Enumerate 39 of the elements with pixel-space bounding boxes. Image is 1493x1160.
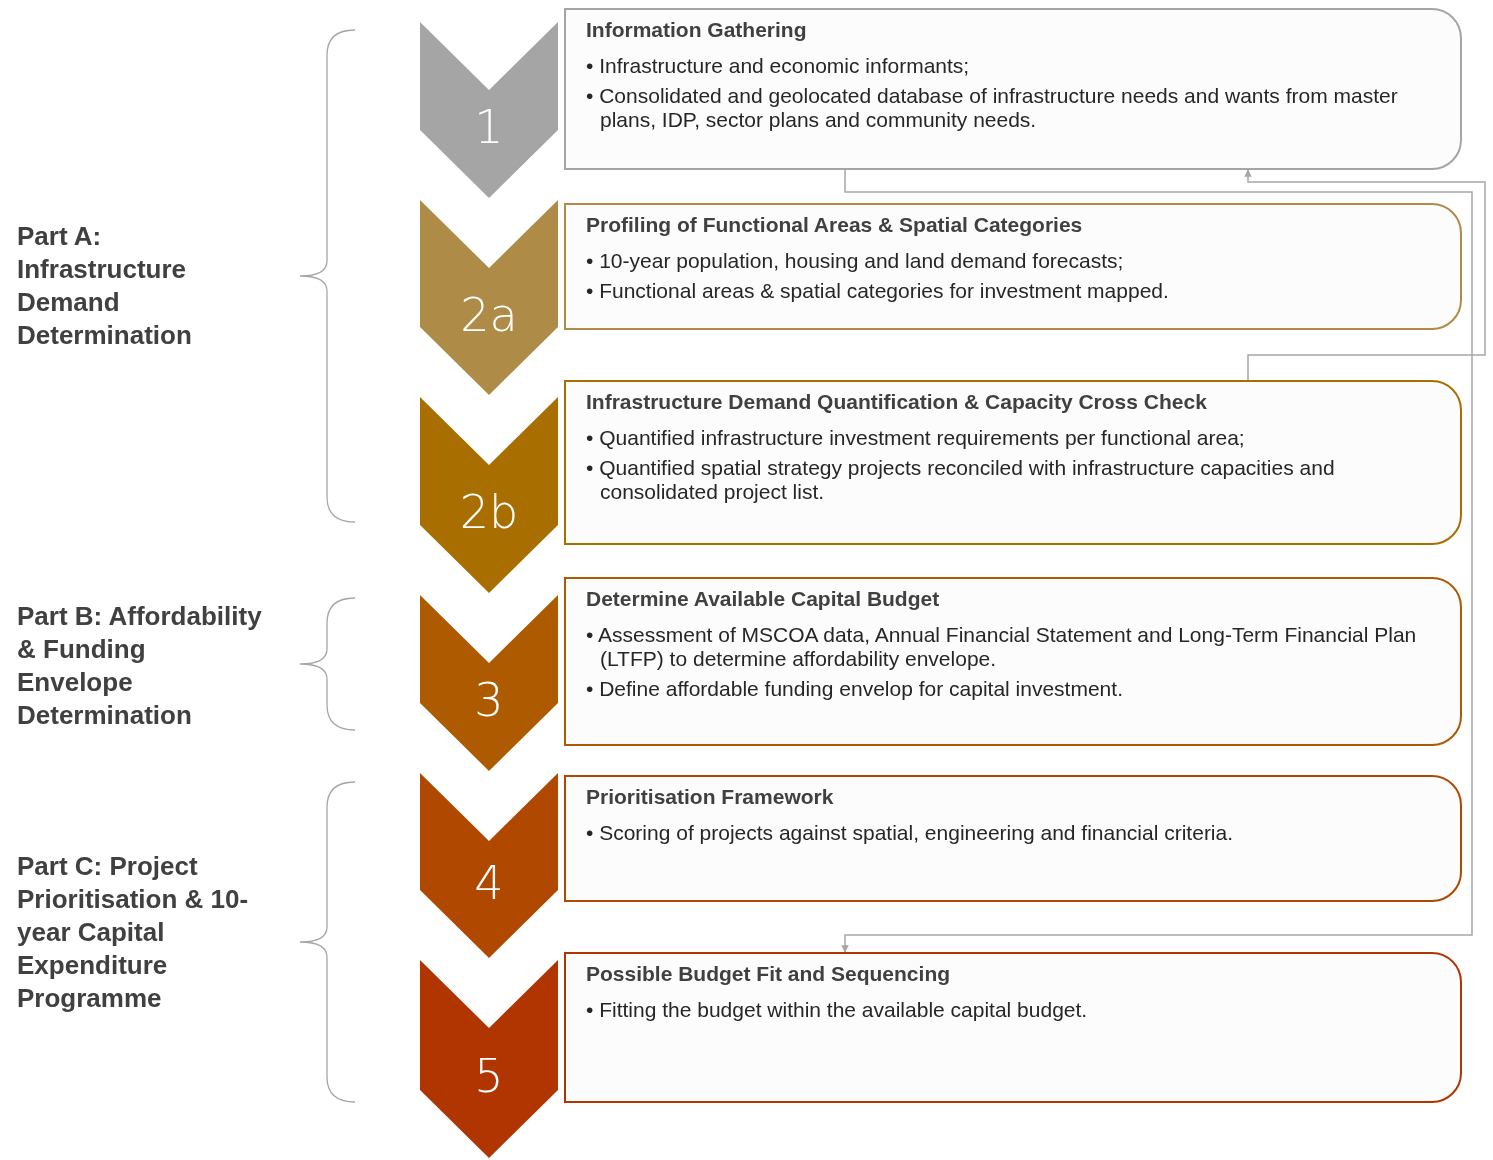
step-badge — [420, 397, 558, 593]
section-label: Part A: Infrastructure Demand Determination — [17, 220, 193, 352]
step-number: 3 — [473, 673, 505, 727]
step-heading: Determine Available Capital Budget — [586, 587, 941, 611]
step-heading: Profiling of Functional Areas & Spatial Categories — [586, 213, 1084, 237]
step-number: 2b — [458, 485, 520, 539]
step-badge — [420, 22, 558, 198]
step-box — [564, 577, 1462, 746]
bullet-text: • Scoring of projects against spatial, engineering and financial criteria. — [586, 821, 1235, 846]
step-badge — [420, 200, 558, 395]
bullet-text: • Quantified infrastructure investment requirements per functional area; — [586, 426, 1246, 451]
bullet-text: • Functional areas & spatial categories for investment mapped. — [586, 279, 1170, 304]
step-heading: Possible Budget Fit and Sequencing — [586, 962, 952, 986]
step-badge — [420, 773, 558, 958]
step-heading: Prioritisation Framework — [586, 785, 835, 809]
bullet-text: • 10-year population, housing and land demand forecasts; — [586, 249, 1125, 274]
step-badge — [420, 595, 558, 771]
step-number: 2a — [459, 287, 519, 342]
step-number: 5 — [473, 1049, 505, 1103]
bullet-text: • Consolidated and geolocated database of infrastructure needs and wants from master plans, IDP, sector plans and community needs. — [586, 84, 1399, 133]
bullet-text: • Infrastructure and economic informants; — [586, 54, 971, 79]
step-heading: Infrastructure Demand Quantification & Capacity Cross Check — [586, 390, 1208, 414]
step-number: 4 — [473, 855, 505, 910]
bullet-text: • Fitting the budget within the available capital budget. — [586, 998, 1089, 1023]
bullet-text: • Define affordable funding envelop for capital investment. — [586, 677, 1124, 702]
section-label: Part C: Project Prioritisation & 10-year Capital Expenditure Programme — [17, 850, 250, 1015]
step-box — [564, 203, 1462, 330]
section-label: Part B: Affordability & Funding Envelope Determination — [17, 600, 263, 732]
step-box — [564, 952, 1462, 1103]
step-heading: Information Gathering — [586, 18, 808, 42]
arrow — [1244, 169, 1486, 381]
bullet-text: • Assessment of MSCOA data, Annual Financial Statement and Long-Term Financial Plan (LTFP) to determine affordability envelope. — [586, 623, 1418, 672]
arrow — [841, 169, 1473, 953]
step-box — [564, 8, 1462, 170]
step-box — [564, 775, 1462, 902]
step-badge — [420, 960, 558, 1158]
bullet-text: • Quantified spatial strategy projects reconciled with infrastructure capacities and consolidated project list. — [586, 456, 1336, 505]
step-number: 1 — [473, 100, 505, 154]
step-box — [564, 380, 1462, 545]
